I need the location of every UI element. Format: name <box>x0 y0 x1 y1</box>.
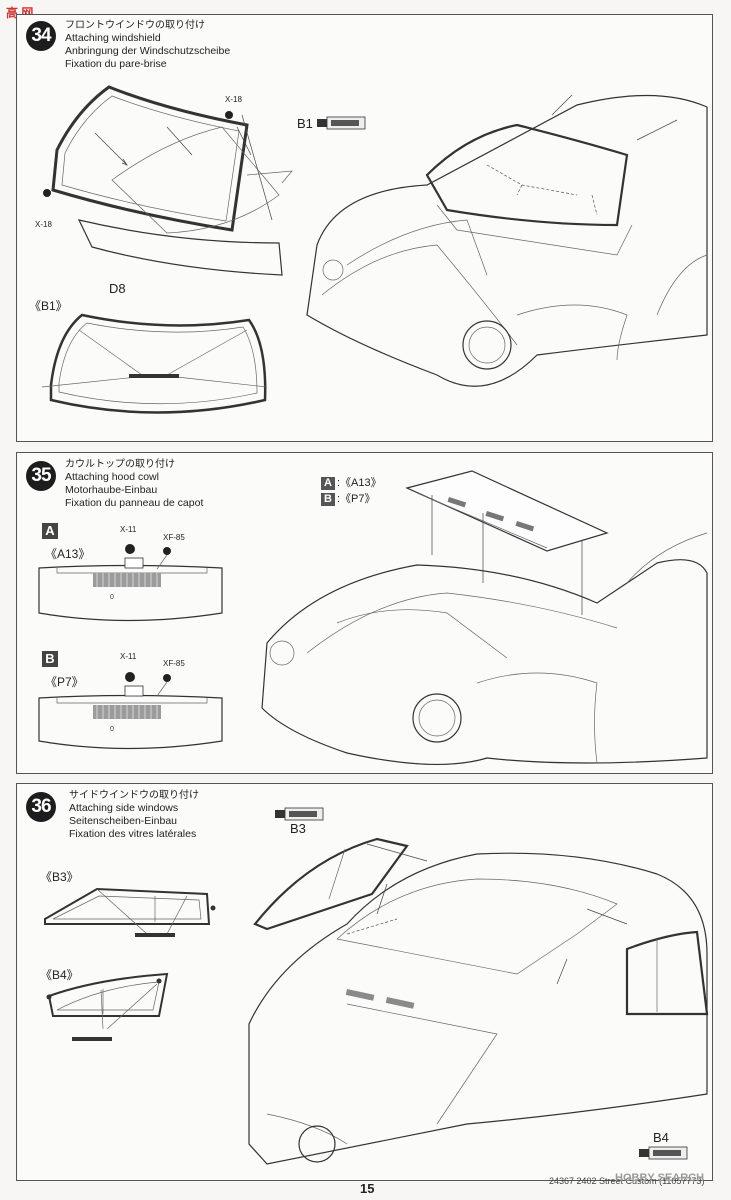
svg-text:0: 0 <box>110 594 114 601</box>
key-a-box: A <box>321 477 335 490</box>
label-x11-a: X-11 <box>120 525 137 534</box>
step-35-title-jp: カウルトップの取り付け <box>65 459 175 470</box>
step-34-title-de: Anbringung der Windschutzscheibe <box>65 45 231 57</box>
step-34-illustration <box>41 85 708 414</box>
step-35-titles: カウルトップの取り付け Attaching hood cowl Motorhau… <box>65 458 203 510</box>
label-b4-detail: 《B4》 <box>40 968 79 982</box>
label-d8: D8 <box>109 281 126 296</box>
step-34-titles: フロントウインドウの取り付け Attaching windshield Anbr… <box>65 19 230 71</box>
step-36-title-jp: サイドウインドウの取り付け <box>69 790 199 801</box>
label-b4: B4 <box>653 1130 669 1145</box>
step-34-title-en: Attaching windshield <box>65 32 161 44</box>
label-b3-detail: 《B3》 <box>40 870 79 884</box>
key-b: B:《P7》 <box>321 490 375 506</box>
svg-text:0: 0 <box>110 726 114 733</box>
step-36-titles: サイドウインドウの取り付け Attaching side windows Sei… <box>69 789 199 841</box>
step-35-title-en: Attaching hood cowl <box>65 471 159 483</box>
step-35-title-de: Motorhaube-Einbau <box>65 484 158 496</box>
page-number: 15 <box>360 1181 375 1196</box>
cement-tube-icon <box>317 116 366 130</box>
label-x18-top: X-18 <box>225 95 242 104</box>
cement-tube-icon-b4 <box>639 1146 688 1160</box>
variant-a-part: 《A13》 <box>45 547 91 561</box>
label-x18-bottom: X-18 <box>35 220 52 229</box>
step-35-number: 35 <box>26 461 56 491</box>
label-xf85-a: XF-85 <box>163 533 185 542</box>
footer-product-code: 24367 2402 Street Custom (11057773) <box>549 1176 705 1186</box>
step-35-title-fr: Fixation du panneau de capot <box>65 497 204 509</box>
label-xf85-b: XF-85 <box>163 659 185 668</box>
label-b3: B3 <box>290 821 306 836</box>
step-36-title-en: Attaching side windows <box>69 802 179 814</box>
key-b-box: B <box>321 493 335 506</box>
step-34-title-fr: Fixation du pare-brise <box>65 58 167 70</box>
step-36-number: 36 <box>26 792 56 822</box>
cement-tube-icon-b3 <box>275 807 324 821</box>
step-35-illustration: 0 0 <box>38 470 708 766</box>
step-36-title-fr: Fixation des vitres latérales <box>69 828 197 840</box>
step-36-illustration <box>44 837 709 1165</box>
key-a-part: :《A13》 <box>336 477 382 489</box>
step-36-title-de: Seitenscheiben-Einbau <box>69 815 177 827</box>
step-36-panel: 36 サイドウインドウの取り付け Attaching side windows … <box>16 783 713 1181</box>
label-b1: B1 <box>297 116 313 131</box>
key-a: A:《A13》 <box>321 474 382 490</box>
label-b1-detail: 《B1》 <box>29 299 68 313</box>
step-34-title-jp: フロントウインドウの取り付け <box>65 20 205 31</box>
variant-a-badge: A <box>42 523 58 539</box>
step-34-number: 34 <box>26 21 56 51</box>
key-b-part: :《P7》 <box>336 493 376 505</box>
label-x11-b: X-11 <box>120 652 137 661</box>
variant-b-part: 《P7》 <box>45 675 84 689</box>
step-35-panel: 35 カウルトップの取り付け Attaching hood cowl Motor… <box>16 452 713 774</box>
variant-b-badge: B <box>42 651 58 667</box>
watermark-hobby-search: HOBBY SEARCH <box>615 1172 705 1184</box>
step-34-panel: 34 フロントウインドウの取り付け Attaching windshield A… <box>16 14 713 442</box>
